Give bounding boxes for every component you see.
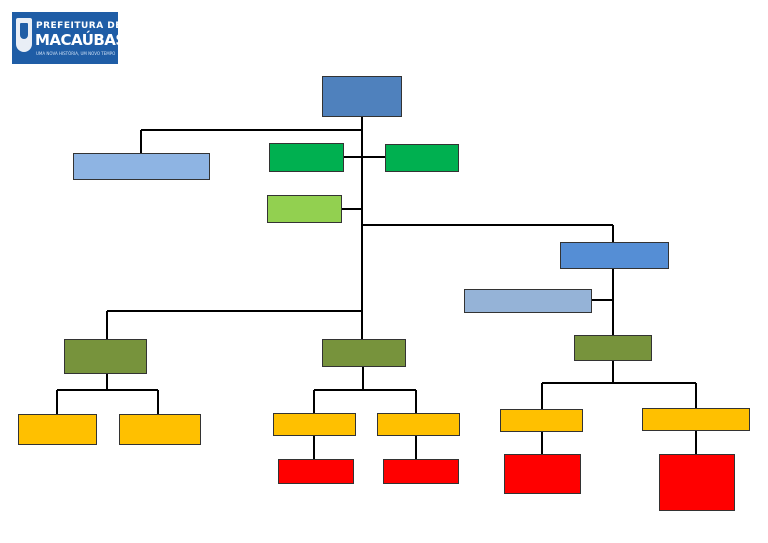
amber-node-3	[273, 413, 356, 436]
amber-node-1	[18, 414, 97, 445]
green-node-right	[385, 144, 459, 172]
logo-line-2: MACAÚBAS	[35, 31, 118, 49]
olive-node-center	[322, 339, 406, 367]
amber-node-6	[642, 408, 750, 431]
red-node-4	[659, 454, 735, 511]
branch-right-head	[560, 242, 669, 269]
logo-line-1: PREFEITURA DE	[36, 21, 118, 31]
light-green-node	[267, 195, 342, 223]
olive-node-right	[574, 335, 652, 361]
advisory-node-left	[73, 153, 210, 180]
green-node-left	[269, 143, 344, 172]
red-node-2	[383, 459, 459, 484]
red-node-1	[278, 459, 354, 484]
logo-tagline: UMA NOVA HISTÓRIA, UM NOVO TEMPO	[36, 51, 116, 56]
amber-node-2	[119, 414, 201, 445]
amber-node-5	[500, 409, 583, 432]
root-node	[322, 76, 402, 117]
crest-icon	[16, 18, 32, 52]
prefeitura-logo: PREFEITURA DE MACAÚBAS UMA NOVA HISTÓRIA…	[12, 12, 118, 64]
olive-node-left	[64, 339, 147, 374]
branch-right-advisory	[464, 289, 592, 313]
amber-node-4	[377, 413, 460, 436]
red-node-3	[504, 454, 581, 494]
